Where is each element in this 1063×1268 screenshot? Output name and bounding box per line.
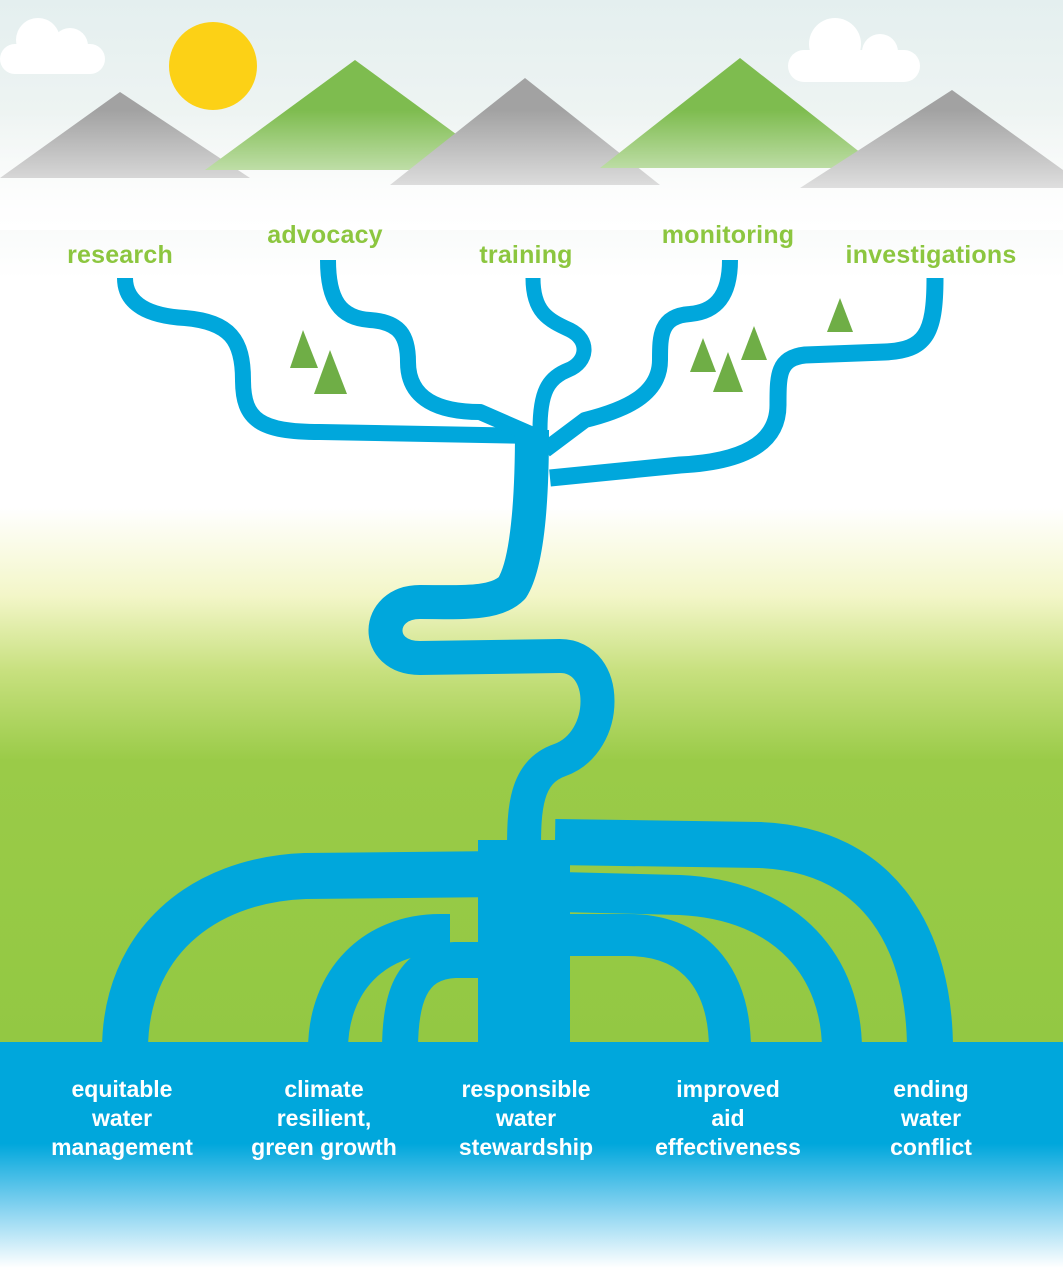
outcome-line: resilient,: [276, 1105, 372, 1131]
activity-label-investigations: investigations: [845, 241, 1017, 269]
outcome-label-ending-water-conflict: ending water conflict: [821, 1075, 1041, 1162]
activity-label-monitoring: monitoring: [661, 221, 795, 249]
outcome-line: green growth: [251, 1134, 397, 1160]
tree-group: [290, 298, 853, 394]
river-root-outer-right: [554, 819, 953, 1051]
outcome-line: climate: [284, 1076, 364, 1102]
river-tree: [102, 259, 953, 1051]
river-branch-investigations: [549, 277, 944, 487]
river-branch-research: [117, 277, 536, 444]
cloud-icon: [788, 18, 920, 82]
tree-icon: [314, 350, 347, 394]
river-root-small-left: [382, 942, 480, 1051]
outcome-line: water: [91, 1105, 153, 1131]
tree-icon: [690, 338, 716, 372]
tree-icon: [290, 330, 318, 368]
river-trunk: [368, 429, 615, 851]
river-root-outer-left: [102, 851, 505, 1051]
outcome-label-equitable-water-management: equitable water management: [12, 1075, 232, 1162]
outcome-label-responsible-water-stewardship: responsible water stewardship: [416, 1075, 636, 1162]
outcome-line: water: [495, 1105, 557, 1131]
outcome-line: management: [51, 1134, 193, 1160]
outcome-line: water: [900, 1105, 962, 1131]
river-branch-advocacy: [320, 259, 539, 444]
tree-icon: [827, 298, 853, 332]
cloud-icon: [0, 18, 105, 74]
river-root-inner-left: [308, 914, 460, 1051]
tree-icon: [741, 326, 767, 360]
river-branch-training: [525, 277, 592, 431]
sun-icon: [169, 22, 257, 110]
outcome-line: stewardship: [458, 1134, 594, 1160]
outcome-label-climate-resilient-green-growth: climate resilient, green growth: [214, 1075, 434, 1162]
outcome-line: improved: [676, 1076, 780, 1102]
activity-label-advocacy: advocacy: [267, 221, 383, 249]
river-root-inner-right: [565, 914, 751, 1051]
outcome-line: conflict: [890, 1134, 972, 1160]
activity-label-training: training: [479, 241, 573, 269]
outcome-line: equitable: [71, 1076, 173, 1102]
outcome-label-improved-aid-effectiveness: improved aid effectiveness: [618, 1075, 838, 1162]
mountain-range: [0, 58, 1063, 230]
outcome-line: aid: [711, 1105, 745, 1131]
river-root-middle-right: [559, 872, 862, 1051]
river-branch-monitoring: [540, 259, 738, 457]
tree-icon: [713, 352, 743, 392]
outcome-line: effectiveness: [655, 1134, 801, 1160]
outcome-line: responsible: [461, 1076, 591, 1102]
outcome-line: ending: [893, 1076, 969, 1102]
activity-label-research: research: [67, 241, 173, 269]
water-lake: [0, 1042, 1063, 1268]
